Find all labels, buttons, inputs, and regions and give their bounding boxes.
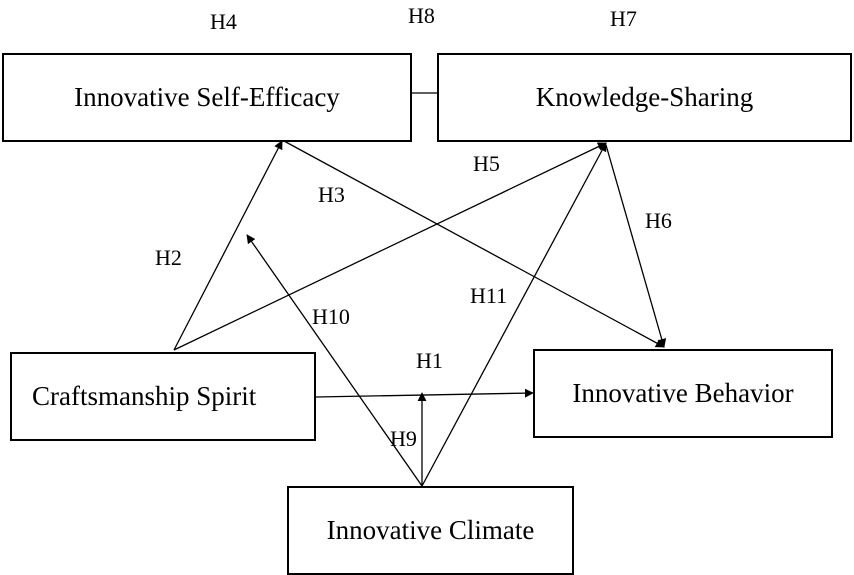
hypothesis-label-h3: H3	[318, 182, 345, 207]
construct-label: Innovative Behavior	[572, 378, 794, 408]
hypothesis-label-h9: H9	[390, 426, 417, 451]
arrow-h2-cs-to-ise	[173, 140, 283, 351]
hypothesis-label-h5: H5	[473, 151, 500, 176]
hypothesis-label-h6: H6	[645, 208, 672, 233]
hypothesis-label-h11: H11	[470, 283, 508, 308]
construct-label: Knowledge-Sharing	[535, 82, 754, 112]
construct-label: Innovative Climate	[326, 515, 535, 545]
hypothesis-label-h10: H10	[312, 304, 350, 329]
hypothesis-label-h8: H8	[408, 3, 435, 28]
construct-label: Craftsmanship Spirit	[32, 381, 257, 411]
hypothesis-label-h1: H1	[416, 348, 443, 373]
construct-innovative-climate: Innovative Climate	[287, 486, 574, 575]
hypothesis-label-h7: H7	[610, 6, 637, 31]
construct-innovative-behavior: Innovative Behavior	[533, 349, 833, 438]
arrow-h5-cs-to-ks	[173, 142, 607, 351]
arrow-h11-ic-moderation	[421, 142, 607, 487]
construct-craftsmanship-spirit: Craftsmanship Spirit	[10, 352, 316, 441]
construct-label: Innovative Self-Efficacy	[74, 82, 340, 112]
hypothesis-label-h4: H4	[210, 9, 237, 34]
arrow-h10-ic-moderation	[246, 234, 423, 487]
hypothesis-label-h2: H2	[155, 245, 182, 270]
construct-knowledge-sharing: Knowledge-Sharing	[437, 53, 852, 142]
arrow-h3-ise-to-ib	[283, 140, 665, 348]
construct-innovative-self-efficacy: Innovative Self-Efficacy	[2, 53, 412, 142]
arrow-h6-ks-to-ib	[605, 144, 667, 348]
arrow-h1-cs-to-ib	[315, 388, 534, 398]
